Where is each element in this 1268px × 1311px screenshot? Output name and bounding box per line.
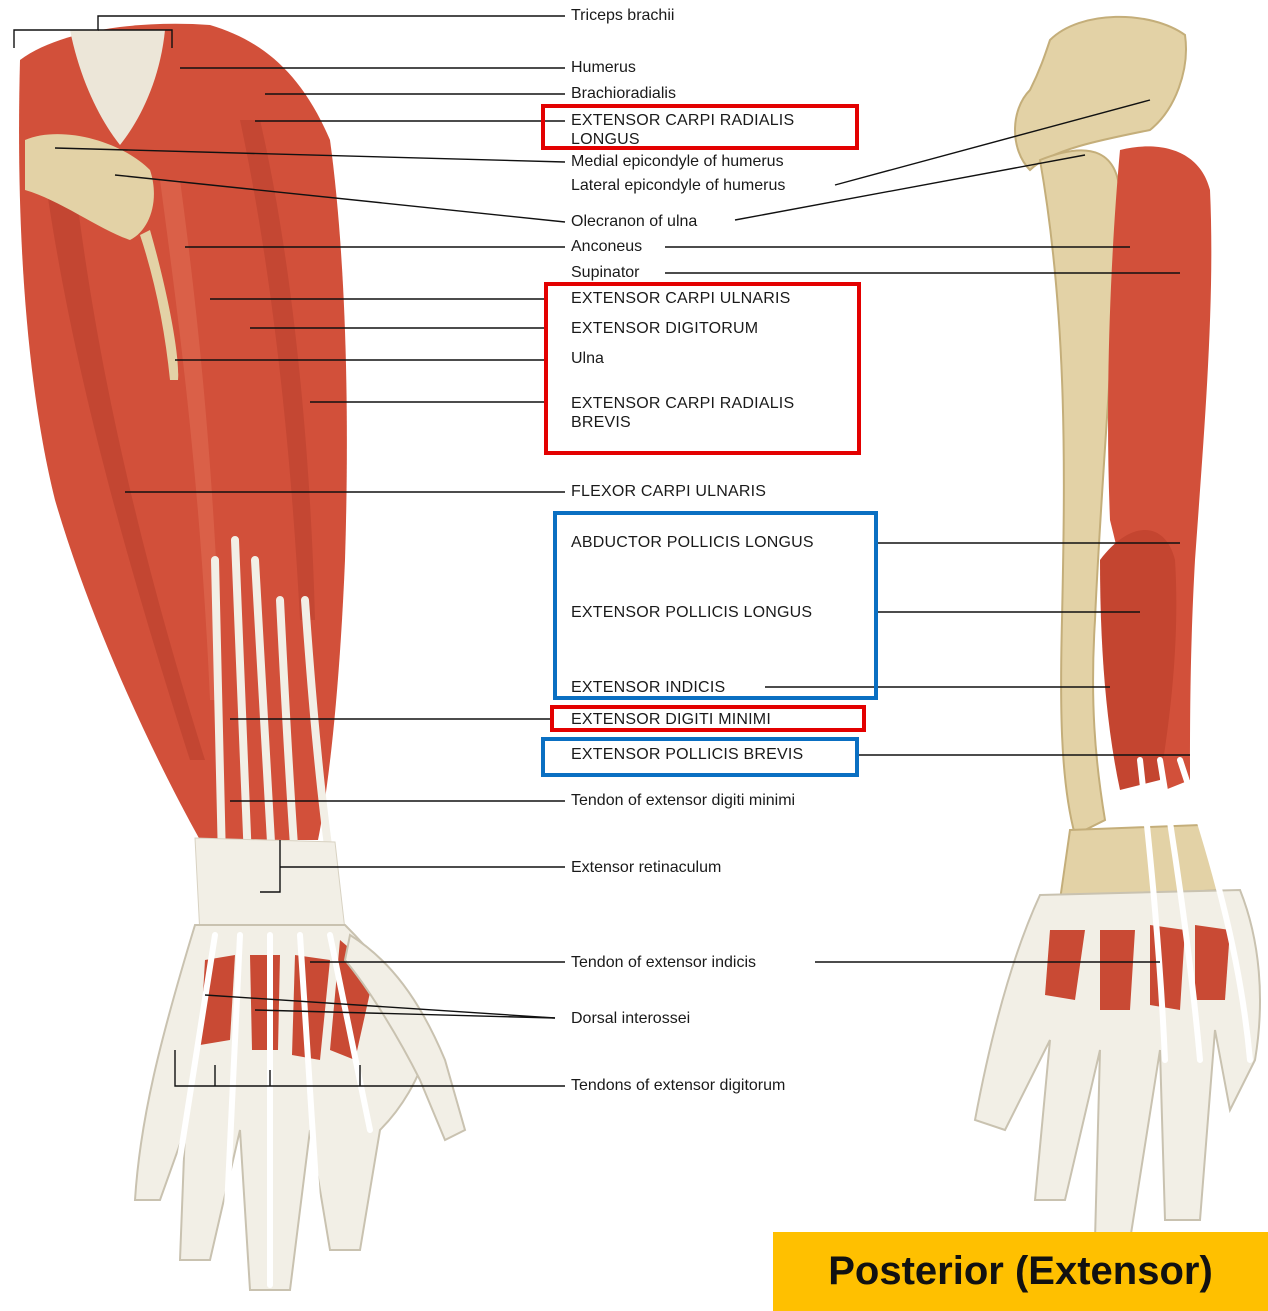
- label-tendon-edm: Tendon of extensor digiti minimi: [568, 791, 798, 810]
- label-humerus: Humerus: [568, 58, 639, 77]
- label-triceps-brachii: Triceps brachii: [568, 6, 677, 25]
- label-medial-epicondyle: Medial epicondyle of humerus: [568, 152, 787, 171]
- highlight-box-ecrl: [541, 104, 859, 150]
- title-text: Posterior (Extensor): [828, 1249, 1213, 1294]
- highlight-box-ecu-group: [544, 282, 861, 455]
- label-tendon-ei: Tendon of extensor indicis: [568, 953, 759, 972]
- extensor-retinaculum-band: [195, 838, 345, 935]
- highlight-box-edm: [550, 705, 866, 732]
- right-forearm-illustration: [975, 17, 1260, 1240]
- label-brachioradialis: Brachioradialis: [568, 84, 679, 103]
- interossei-patch: [250, 955, 280, 1050]
- carpal-bones: [1060, 825, 1220, 900]
- interossei-patch: [1195, 925, 1230, 1000]
- interossei-patch: [1100, 930, 1135, 1010]
- label-dorsal-interossei: Dorsal interossei: [568, 1009, 693, 1028]
- left-forearm-illustration: [19, 24, 465, 1290]
- label-extensor-retinaculum: Extensor retinaculum: [568, 858, 724, 877]
- highlight-box-deep-group: [553, 511, 878, 700]
- label-fcu: FLEXOR CARPI ULNARIS: [568, 482, 769, 501]
- label-olecranon: Olecranon of ulna: [568, 212, 700, 231]
- label-anconeus: Anconeus: [568, 237, 645, 256]
- forearm-bones: [1040, 150, 1120, 835]
- highlight-box-epb: [541, 737, 859, 777]
- humerus-bone: [1015, 17, 1186, 170]
- title-badge: Posterior (Extensor): [773, 1232, 1268, 1311]
- label-tendons-ed: Tendons of extensor digitorum: [568, 1076, 788, 1095]
- label-lateral-epicondyle: Lateral epicondyle of humerus: [568, 176, 788, 195]
- label-supinator: Supinator: [568, 263, 643, 282]
